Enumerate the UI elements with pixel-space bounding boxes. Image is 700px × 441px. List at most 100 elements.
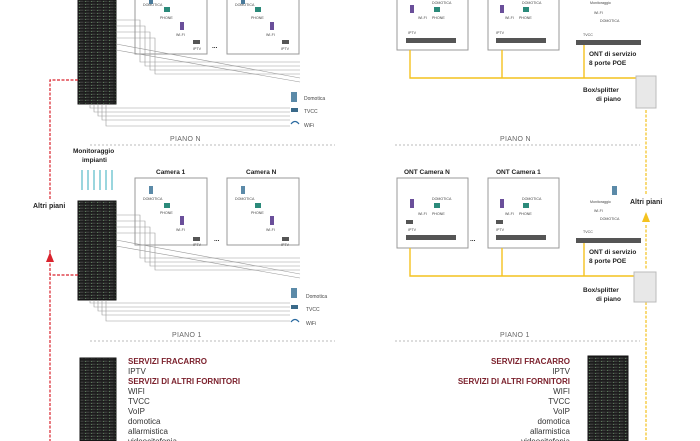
services-right-tvcc: TVCC <box>548 397 570 406</box>
services-left-domotica: domotica <box>128 417 161 426</box>
room-top2-wifi: WI-FI <box>266 33 275 37</box>
ont-1-domotica: DOMOTICA <box>522 197 542 201</box>
services-left-h2: SERVIZI DI ALTRI FORNITORI <box>128 377 241 386</box>
svc-wifi: WI-FI <box>594 209 603 213</box>
ont-device-top-2 <box>496 38 546 43</box>
room-top1-domotica: DOMOTICA <box>143 3 163 7</box>
services-list-right: SERVIZI FRACARRO IPTV SERVIZI DI ALTRI F… <box>458 357 570 441</box>
svc-top-wifi: WI-FI <box>594 11 603 15</box>
common-top-domotica: Domotica <box>304 96 325 102</box>
services-right-wifi: WIFI <box>553 387 570 396</box>
wifi-icon-bottom <box>290 318 300 323</box>
ront-top1-iptv: IPTV <box>408 31 417 35</box>
altri-piani-right: Altri piani <box>630 199 662 206</box>
floor-1-label-right: PIANO 1 <box>500 332 530 339</box>
ellipsis-mid-left: ... <box>214 236 220 243</box>
ont-device-top-1 <box>406 38 456 43</box>
splitter-box <box>633 271 657 303</box>
ont-service-device <box>576 238 641 243</box>
svc-top-domotica: DOMOTICA <box>600 19 620 23</box>
ont-n-iptv: IPTV <box>408 228 417 232</box>
splitter-top-line1: Box/splitter <box>583 87 619 94</box>
ont-line2: 8 porte POE <box>589 258 627 265</box>
ont-1-wifi: WI-FI <box>505 212 514 216</box>
ont-service-top-device <box>576 40 641 45</box>
domotica-icon-bottom <box>291 288 297 298</box>
cables-top-left <box>89 19 301 127</box>
splitter-line2: di piano <box>596 296 621 303</box>
cables-mid-left <box>89 214 301 322</box>
room-n-iptv: IPTV <box>281 243 290 247</box>
svc-top-monitor: Monitoraggio <box>590 1 611 5</box>
camera-icon <box>291 108 298 112</box>
ont-1-title: ONT Camera 1 <box>496 169 541 176</box>
services-left-h1: SERVIZI FRACARRO <box>128 357 207 366</box>
monitor-label-line1: Monitoraggio <box>73 148 114 155</box>
ont-1-phone: PHONE <box>519 212 532 216</box>
room-top1-phone: PHONE <box>160 16 173 20</box>
red-riser <box>49 79 78 441</box>
service-domotica-icon <box>612 186 617 195</box>
ont-1-iptv: IPTV <box>496 228 505 232</box>
room-box-top-2 <box>226 0 300 55</box>
ont-device-1 <box>496 235 546 240</box>
common-top-tvcc: TVCC <box>304 109 318 115</box>
yellow-arrow-up <box>642 212 650 222</box>
room-n-phone: PHONE <box>251 211 264 215</box>
room-n-domotica: DOMOTICA <box>235 197 255 201</box>
services-right-domotica: domotica <box>537 417 570 426</box>
services-right-h1: SERVIZI FRACARRO <box>491 357 570 366</box>
ont-top-line1: ONT di servizio <box>589 51 636 58</box>
camera-icon-bottom <box>291 305 298 309</box>
common-bottom-domotica: Domotica <box>306 294 327 300</box>
rack-mid-left <box>77 200 117 301</box>
room-n-title: Camera N <box>246 169 277 176</box>
ront-top2-iptv: IPTV <box>496 31 505 35</box>
room-1-domotica: DOMOTICA <box>143 197 163 201</box>
common-top-wifi: WiFi <box>304 123 314 129</box>
common-bottom-tvcc: TVCC <box>306 307 320 313</box>
device-icons-mid-left <box>149 186 289 241</box>
ront-top2-domotica: DOMOTICA <box>522 1 542 5</box>
room-top1-iptv: IPTV <box>193 47 202 51</box>
ellipsis-mid-right: ... <box>470 236 476 243</box>
ront-top2-wifi: WI-FI <box>505 16 514 20</box>
ront-top1-phone: PHONE <box>432 16 445 20</box>
services-right-allarmistica: allarmistica <box>529 427 570 436</box>
ont-device-n <box>406 235 456 240</box>
services-left-voip: VoIP <box>128 407 145 416</box>
ont-n-title: ONT Camera N <box>404 169 450 176</box>
services-right-h2: SERVIZI DI ALTRI FORNITORI <box>457 377 570 386</box>
ront-top1-wifi: WI-FI <box>418 16 427 20</box>
splitter-box-top <box>635 75 657 109</box>
splitter-top-line2: di piano <box>596 96 621 103</box>
svc-domotica: DOMOTICA <box>600 217 620 221</box>
ont-line1: ONT di servizio <box>589 249 636 256</box>
svc-top-tvcc: TVCC <box>583 33 593 37</box>
room-1-iptv: IPTV <box>193 243 202 247</box>
ont-top-line2: 8 porte POE <box>589 60 627 67</box>
room-top2-phone: PHONE <box>251 16 264 20</box>
floor-1-label-left: PIANO 1 <box>172 332 202 339</box>
room-1-wifi: WI-FI <box>176 228 185 232</box>
services-left-wifi: WIFI <box>128 387 145 396</box>
services-left-allarmistica: allarmistica <box>128 427 169 436</box>
floor-n-label-right: PIANO N <box>500 136 531 143</box>
rack-top-left <box>77 0 117 105</box>
rack-bottom-right <box>587 355 629 441</box>
svc-tvcc: TVCC <box>583 230 593 234</box>
ront-top2-phone: PHONE <box>519 16 532 20</box>
ont-n-wifi: WI-FI <box>418 212 427 216</box>
yellow-cables-mid <box>409 243 650 277</box>
services-right-videocitofonia: videocitofonia <box>458 437 570 441</box>
ont-n-phone: PHONE <box>432 212 445 216</box>
services-left-tvcc: TVCC <box>128 397 150 406</box>
common-bottom-wifi: WiFi <box>306 321 316 327</box>
services-right-voip: VoIP <box>553 407 570 416</box>
svc-monitor: Monitoraggio <box>590 200 611 204</box>
ont-n-domotica: DOMOTICA <box>432 197 452 201</box>
services-left-iptv: IPTV <box>128 367 146 376</box>
room-top2-domotica: DOMOTICA <box>235 3 255 7</box>
